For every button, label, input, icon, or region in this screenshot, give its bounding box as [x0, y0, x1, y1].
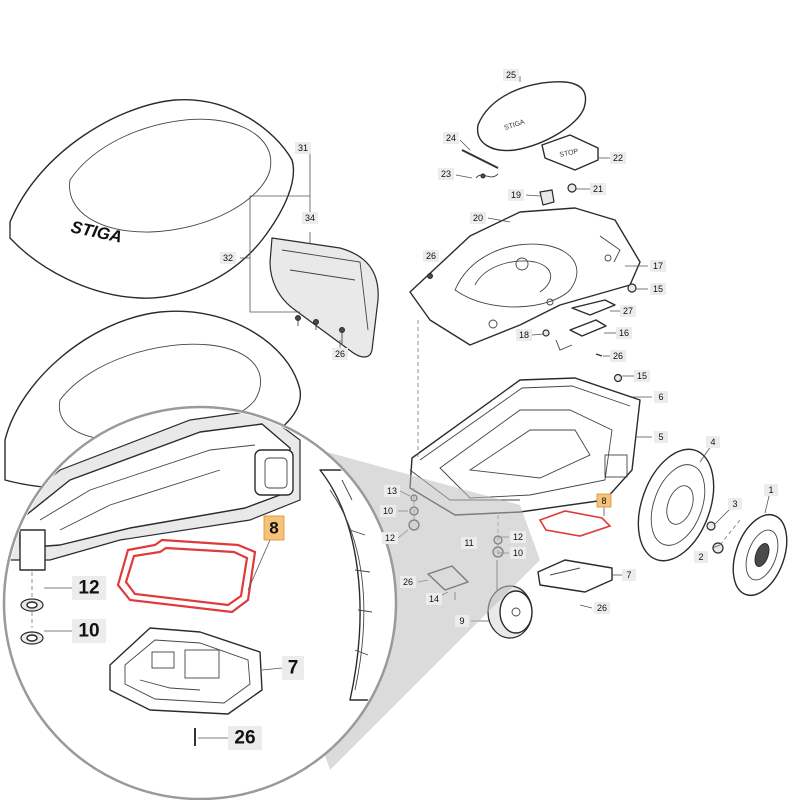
cover-25: STIGA	[477, 81, 587, 152]
callout-26-bracket: 26	[403, 577, 413, 587]
small-parts-right	[427, 273, 637, 383]
wheel-washers	[706, 521, 724, 554]
drive-wheel	[637, 448, 715, 562]
cover-7-large	[109, 627, 263, 715]
callout-5: 5	[658, 432, 663, 442]
callout-23: 23	[441, 169, 451, 179]
callout-15: 15	[653, 284, 663, 294]
gasket-8-large	[116, 538, 257, 614]
callout-11: 11	[464, 538, 473, 548]
zoom-callout-26: 26	[234, 728, 255, 749]
zoom-callout-10: 10	[78, 621, 99, 642]
callout-17: 17	[653, 261, 663, 271]
callout-26-cover: 26	[597, 603, 607, 613]
callout-1: 1	[768, 485, 773, 495]
cover-7-small	[537, 559, 613, 593]
callout-21: 21	[593, 184, 603, 194]
zoom-callout-7: 7	[288, 658, 299, 679]
callout-20: 20	[473, 213, 483, 223]
top-cover-shell: STIGA	[9, 99, 295, 299]
chassis-top-frame	[409, 207, 641, 346]
stop-panel-22: STOP	[541, 134, 599, 171]
callout-8-highlighted: 8	[601, 496, 606, 506]
callout-31: 31	[298, 143, 308, 153]
callout-34: 34	[305, 213, 315, 223]
callout-24: 24	[446, 133, 456, 143]
callout-15b: 15	[637, 371, 647, 381]
callout-26-chassis: 26	[426, 251, 436, 261]
callout-12: 12	[385, 533, 395, 543]
callout-10: 10	[383, 506, 393, 516]
stop-label: STOP	[559, 148, 579, 159]
callout-14: 14	[429, 594, 439, 604]
callout-19: 19	[511, 190, 521, 200]
zoom-detail-circle	[2, 405, 398, 801]
callout-22: 22	[613, 153, 623, 163]
zoom-callout-8: 8	[269, 519, 278, 538]
callout-7: 7	[626, 570, 631, 580]
callout-13: 13	[387, 486, 397, 496]
small-parts-top	[461, 149, 577, 206]
hub-cap	[732, 513, 788, 597]
callout-32: 32	[223, 253, 233, 263]
callout-9: 9	[459, 616, 464, 626]
callout-26-switch: 26	[613, 351, 623, 361]
side-housing	[269, 237, 379, 358]
gasket-8-small	[538, 510, 612, 537]
callout-2: 2	[698, 552, 703, 562]
callout-18: 18	[519, 330, 529, 340]
callout-4: 4	[710, 437, 715, 447]
zoom-callout-12: 12	[78, 578, 99, 599]
callout-3: 3	[732, 499, 737, 509]
callout-16: 16	[619, 328, 629, 338]
callout-25: 25	[506, 70, 516, 80]
callout-12b: 12	[513, 532, 523, 542]
callout-10b: 10	[513, 548, 523, 558]
callout-26-housing: 26	[335, 349, 345, 359]
callout-6: 6	[658, 392, 663, 402]
callout-27: 27	[623, 306, 633, 316]
